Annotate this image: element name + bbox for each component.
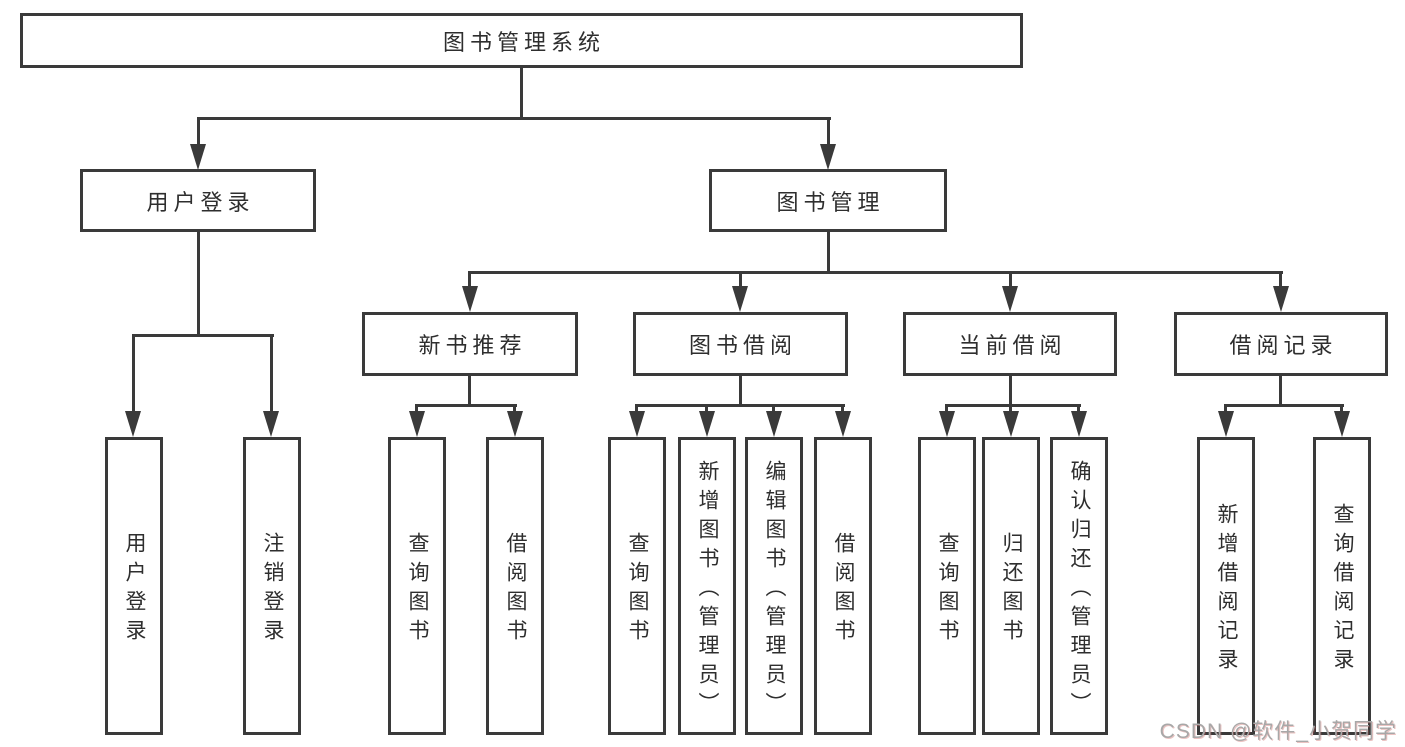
arrow-down-icon: [1003, 411, 1019, 437]
arrow-down-icon: [699, 411, 715, 437]
leaf-query-books-borrow: 查询图书: [608, 437, 666, 735]
leaf-label: 查询图书: [936, 532, 959, 648]
arrow-down-icon: [462, 286, 478, 312]
connector-bookmgmt-stem: [827, 232, 830, 274]
arrow-down-icon: [732, 286, 748, 312]
node-current-borrowing-label: 当前借阅: [958, 333, 1067, 358]
node-borrowing-records-label: 借阅记录: [1229, 333, 1338, 358]
node-new-book-recommend: 新书推荐: [362, 312, 578, 376]
node-book-management: 图书管理: [709, 169, 947, 232]
leaf-label: 查询图书: [406, 532, 429, 648]
connector-shaft: [945, 404, 948, 414]
leaf-label: 编辑图书（管理员）: [763, 459, 786, 721]
leaf-return-books: 归还图书: [982, 437, 1040, 735]
leaf-confirm-return-admin: 确认归还（管理员）: [1050, 437, 1108, 735]
leaf-query-borrow-record: 查询借阅记录: [1313, 437, 1371, 735]
leaf-label: 确认归还（管理员）: [1068, 459, 1091, 721]
connector-shaft: [1009, 404, 1012, 414]
arrow-down-icon: [1002, 286, 1018, 312]
leaf-edit-books-admin: 编辑图书（管理员）: [745, 437, 803, 735]
connector-shaft: [1009, 271, 1012, 287]
node-book-borrowing: 图书借阅: [633, 312, 848, 376]
connector-shaft: [772, 404, 775, 414]
connector-shaft: [827, 117, 830, 147]
connector-shaft: [1077, 404, 1080, 414]
arrow-down-icon: [1273, 286, 1289, 312]
arrow-down-icon: [263, 411, 279, 437]
arrow-down-icon: [820, 144, 836, 170]
connector-shaft: [132, 334, 135, 412]
node-root: 图书管理系统: [20, 13, 1023, 68]
connector-userlogin-stem: [197, 232, 200, 336]
arrow-down-icon: [507, 411, 523, 437]
node-root-label: 图书管理系统: [442, 29, 605, 55]
connector-shaft: [739, 271, 742, 287]
leaf-label: 新增图书（管理员）: [696, 459, 719, 721]
arrow-down-icon: [766, 411, 782, 437]
arrow-down-icon: [125, 411, 141, 437]
leaf-label: 归还图书: [1000, 532, 1023, 648]
node-book-management-label: 图书管理: [776, 189, 885, 215]
leaf-label: 借阅图书: [832, 532, 855, 648]
connector-bookmgmt-bar: [468, 271, 1283, 274]
connector-borrowing-stem: [739, 376, 742, 407]
node-current-borrowing: 当前借阅: [903, 312, 1117, 376]
arrow-down-icon: [629, 411, 645, 437]
connector-shaft: [705, 404, 708, 414]
node-user-login-label: 用户登录: [146, 189, 255, 215]
arrow-down-icon: [1334, 411, 1350, 437]
leaf-add-books-admin: 新增图书（管理员）: [678, 437, 736, 735]
connector-shaft: [270, 334, 273, 412]
connector-current-stem: [1009, 376, 1012, 407]
leaf-borrow-books-recommend: 借阅图书: [486, 437, 544, 735]
connector-current-bar: [945, 404, 1081, 407]
connector-borrowing-bar: [635, 404, 845, 407]
connector-records-stem: [1279, 376, 1282, 407]
leaf-user-login: 用户登录: [105, 437, 163, 735]
node-new-book-recommend-label: 新书推荐: [418, 333, 527, 358]
leaf-logout: 注销登录: [243, 437, 301, 735]
node-borrowing-records: 借阅记录: [1174, 312, 1388, 376]
leaf-add-borrow-record: 新增借阅记录: [1197, 437, 1255, 735]
connector-shaft: [635, 404, 638, 414]
connector-root-bar: [197, 117, 831, 120]
node-user-login: 用户登录: [80, 169, 316, 232]
arrow-down-icon: [1218, 411, 1234, 437]
connector-shaft: [513, 404, 516, 414]
connector-shaft: [197, 117, 200, 147]
leaf-query-books-recommend: 查询图书: [388, 437, 446, 735]
arrow-down-icon: [939, 411, 955, 437]
leaf-borrow-books: 借阅图书: [814, 437, 872, 735]
csdn-watermark: CSDN @软件_小贺同学: [1159, 720, 1397, 743]
leaf-query-books-current: 查询图书: [918, 437, 976, 735]
connector-shaft: [1224, 404, 1227, 414]
leaf-label: 用户登录: [123, 532, 146, 648]
arrow-down-icon: [190, 144, 206, 170]
connector-recommend-bar: [415, 404, 517, 407]
connector-userlogin-bar: [132, 334, 274, 337]
connector-shaft: [1279, 271, 1282, 287]
connector-shaft: [468, 271, 471, 287]
arrow-down-icon: [409, 411, 425, 437]
connector-shaft: [415, 404, 418, 414]
connector-root-stem: [520, 68, 523, 118]
connector-records-bar: [1224, 404, 1344, 407]
connector-shaft: [841, 404, 844, 414]
leaf-label: 注销登录: [261, 532, 284, 648]
arrow-down-icon: [1071, 411, 1087, 437]
arrow-down-icon: [835, 411, 851, 437]
leaf-label: 查询借阅记录: [1331, 503, 1354, 677]
leaf-label: 借阅图书: [504, 532, 527, 648]
leaf-label: 查询图书: [626, 532, 649, 648]
leaf-label: 新增借阅记录: [1215, 503, 1238, 677]
connector-shaft: [1340, 404, 1343, 414]
node-book-borrowing-label: 图书借阅: [688, 333, 797, 358]
connector-recommend-stem: [468, 376, 471, 407]
